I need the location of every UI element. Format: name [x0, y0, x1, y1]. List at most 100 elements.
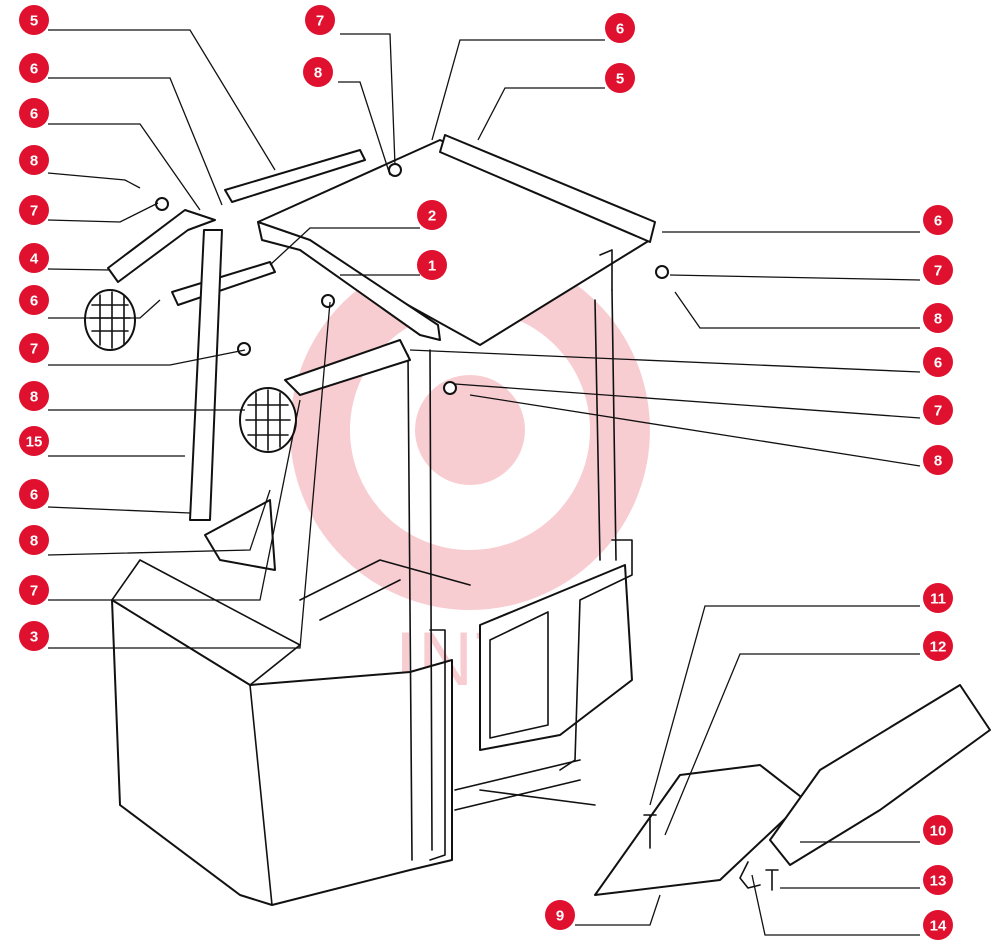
leader-line — [649, 605, 920, 806]
callout-badge — [605, 63, 635, 93]
callout-number: 10 — [930, 823, 947, 840]
leader-line — [469, 394, 921, 467]
callout-number: 5 — [616, 71, 624, 88]
callout-number: 7 — [316, 13, 324, 30]
callout-number: 6 — [30, 61, 38, 78]
washer — [388, 163, 402, 177]
callout-number: 6 — [616, 21, 624, 38]
callout-9: 9 — [545, 900, 575, 930]
callout-badge — [19, 53, 49, 83]
roof-handle — [599, 249, 613, 291]
washer — [443, 381, 457, 395]
callout-4: 4 — [19, 243, 49, 273]
callout-badge — [923, 865, 953, 895]
callout-badge — [923, 445, 953, 475]
callout-badge — [417, 200, 447, 230]
callout-badge — [923, 815, 953, 845]
callout-8: 8 — [19, 145, 49, 175]
cabin-frame — [111, 139, 651, 906]
callout-number: 14 — [930, 918, 947, 935]
callout-7: 7 — [19, 333, 49, 363]
leader-line — [477, 87, 605, 141]
callout-badge — [19, 333, 49, 363]
callout-number: 8 — [30, 533, 38, 550]
floor-lines — [299, 559, 596, 811]
callout-7: 7 — [923, 255, 953, 285]
washer — [237, 342, 251, 356]
callout-8: 8 — [19, 525, 49, 555]
part-11-bolt — [643, 814, 657, 849]
leader-line — [47, 172, 141, 189]
callout-number: 6 — [30, 106, 38, 123]
callout-14: 14 — [923, 910, 953, 940]
part-9-bracket — [594, 764, 806, 896]
leader-line — [48, 299, 161, 319]
callout-badge — [19, 243, 49, 273]
right-panel-inner — [489, 611, 549, 739]
part-10-mat — [769, 684, 991, 866]
callout-number: 7 — [30, 203, 38, 220]
callout-number: 6 — [30, 293, 38, 310]
leader-line — [669, 274, 921, 281]
callout-badge — [605, 13, 635, 43]
callout-number: 2 — [428, 208, 436, 225]
right-post — [407, 289, 617, 861]
callout-5: 5 — [19, 5, 49, 35]
callout-badge — [19, 195, 49, 225]
leader-line — [454, 383, 921, 419]
leader-line — [47, 489, 271, 556]
callout-6: 6 — [19, 285, 49, 315]
callout-number: 8 — [314, 65, 322, 82]
callout-badge — [923, 255, 953, 285]
callout-badge — [923, 303, 953, 333]
callout-8: 8 — [303, 57, 333, 87]
callout-badge — [19, 145, 49, 175]
callout-number: 3 — [30, 629, 38, 646]
callout-number: 7 — [30, 341, 38, 358]
callout-7: 7 — [923, 395, 953, 425]
exploded-parts — [84, 134, 991, 896]
callout-number: 7 — [934, 403, 942, 420]
leader-line — [431, 39, 605, 141]
leader-lines — [47, 29, 921, 936]
leader-line — [48, 349, 246, 366]
leader-line — [48, 29, 276, 171]
leader-line — [48, 301, 331, 649]
callout-7: 7 — [305, 5, 335, 35]
callout-7: 7 — [19, 195, 49, 225]
part-13-bolt — [765, 869, 779, 891]
callout-6: 6 — [605, 13, 635, 43]
leader-line — [409, 349, 921, 373]
callout-number: 11 — [930, 591, 946, 608]
callout-8: 8 — [19, 381, 49, 411]
leader-line — [48, 123, 201, 211]
grab-handle-front — [429, 629, 446, 861]
washer — [155, 197, 169, 211]
leader-line — [269, 227, 420, 266]
callout-7: 7 — [19, 575, 49, 605]
callout-6: 6 — [923, 205, 953, 235]
callout-badge — [303, 57, 333, 87]
callout-11: 11 — [923, 583, 953, 613]
leader-line — [47, 202, 159, 223]
leader-line — [338, 81, 391, 176]
leader-line — [751, 874, 920, 936]
callout-12: 12 — [923, 631, 953, 661]
callout-6: 6 — [19, 98, 49, 128]
callout-2: 2 — [417, 200, 447, 230]
callout-6: 6 — [19, 479, 49, 509]
callout-badge — [19, 479, 49, 509]
callout-number: 8 — [30, 153, 38, 170]
callout-number: 4 — [30, 251, 39, 268]
callout-badge — [545, 900, 575, 930]
lower-cab-edge — [111, 559, 301, 906]
callout-number: 15 — [26, 434, 43, 451]
leader-line — [48, 77, 223, 206]
washer — [655, 265, 669, 279]
callout-number: 7 — [934, 263, 942, 280]
callout-badge — [923, 583, 953, 613]
leader-line — [48, 399, 301, 601]
callout-badge — [305, 5, 335, 35]
callout-number: 13 — [930, 873, 947, 890]
callout-15: 15 — [19, 426, 49, 456]
